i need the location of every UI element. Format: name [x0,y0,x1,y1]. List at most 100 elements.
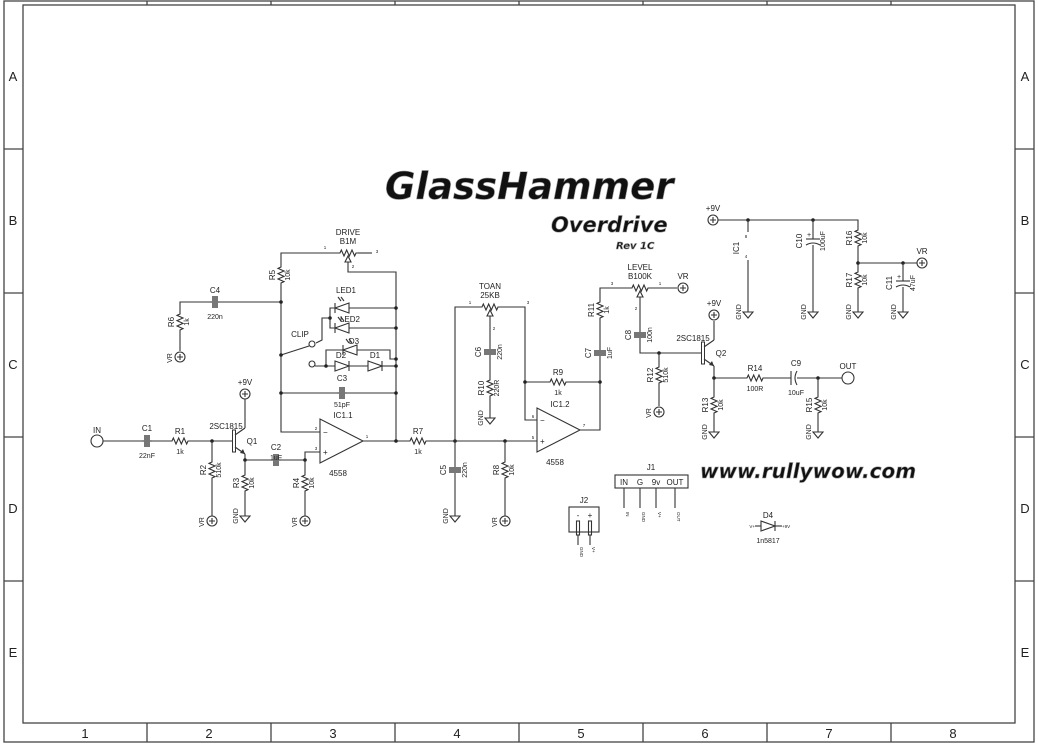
ref-TOAN: TOAN [479,282,501,291]
terminal-circle-icon [499,515,511,527]
resistor-R5 [276,265,286,285]
wire [315,317,330,344]
ref-Q2: Q2 [716,349,727,358]
power-terminal-vr [677,282,689,294]
label: 5 [532,435,535,440]
wire [713,366,745,379]
value-C10: 100uF [820,231,827,251]
polarized-capacitor-C10: + [805,232,821,246]
label: 1 [469,300,472,305]
power-terminal-vr [206,515,218,527]
ref-D2: D2 [336,351,347,360]
j2-pin-header: + [588,511,593,520]
resistor-symbol [408,436,428,446]
ref-IC1_1: IC1.1 [333,411,353,420]
diode-D1 [367,360,384,372]
wire [718,219,859,228]
junction-dot [394,391,398,395]
io-terminal-in [90,434,104,448]
wire [244,454,271,461]
label: 8 [745,234,748,239]
value-R14: 100R [747,386,764,393]
ref-R14: R14 [748,364,763,373]
value-R8: 10k [509,464,516,476]
ref-R13: R13 [701,397,710,412]
resistor-symbol [276,265,286,285]
wire [325,349,343,366]
ground-icon [851,311,865,319]
wire [357,349,396,360]
outer-border [3,0,1035,743]
resistor-R10 [485,378,495,398]
j2-pin-header: - [577,511,580,520]
ref-C1: C1 [142,424,153,433]
ref-J1: J1 [647,463,656,472]
ground-icon [483,417,497,425]
column-label: 7 [825,726,832,741]
row-label: A [1021,69,1030,84]
ref-C8: C8 [624,329,633,340]
net-label-gnd: GND [702,424,709,440]
ref-D4: D4 [763,511,774,520]
plus-icon [710,217,716,223]
ref-R15: R15 [805,397,814,412]
label: 2 [635,306,638,311]
column-label: 5 [577,726,584,741]
ground-icon [811,431,825,439]
value-C6: 220n [497,344,504,360]
plus-sign: + [897,274,901,281]
resistor-symbol [654,365,664,385]
value-C3: 51pF [334,402,350,409]
resistor-R6 [175,312,185,332]
minus-sign: − [323,428,328,437]
ground-icon [806,311,820,319]
junction-dot [394,364,398,368]
power-terminal-vr [174,351,186,363]
terminal-circle-icon [239,388,251,400]
row-label: E [9,645,18,660]
wire [454,306,480,441]
ref-D3: D3 [349,337,360,346]
potentiometer-wiper-LEVEL [636,289,644,298]
junction-dot [324,364,328,368]
ref-C11: C11 [885,275,894,290]
plus-icon [711,312,717,318]
value-D4: 1n5817 [756,538,779,545]
website: www.rullywow.com [700,459,916,483]
value-C1: 22nF [139,453,155,460]
ground-symbol [238,512,252,523]
net-label-gnd: GND [801,304,808,320]
inner-border [22,4,1016,724]
ground-symbol [811,428,825,439]
resistor-DRIVE [338,248,358,258]
ref-D1: D1 [370,351,381,360]
row-label: D [1020,501,1029,516]
label: 6 [532,414,535,419]
terminal-circle-icon [299,515,311,527]
junction-dot [279,353,283,357]
j1-pin-net: OUT [676,512,681,522]
net-label-gnd: GND [806,424,813,440]
title-glasshammer: GlassHammer [385,165,676,208]
capacitor-C3 [339,387,345,399]
resistor-R15 [813,395,823,415]
ground-symbol [896,308,910,319]
transistor-Q2 [701,339,715,367]
resistor-symbol [709,395,719,415]
wire [179,301,210,312]
light-emission-icon [337,296,345,302]
resistor-symbol [500,460,510,480]
row-label: D [8,501,17,516]
column-label: 3 [329,726,336,741]
net-label-gnd: GND [478,410,485,426]
net-label-vr: VR [167,353,174,363]
value-C9: 10uF [788,390,804,397]
net-label-vcc: +9V [706,204,721,213]
connector-J2 [568,506,600,533]
ref-C10: C10 [795,233,804,248]
j2-pin [587,520,593,536]
capacitor-C7 [594,350,606,356]
ground-icon [741,311,755,319]
wire [280,345,310,356]
label: 1 [659,281,662,286]
